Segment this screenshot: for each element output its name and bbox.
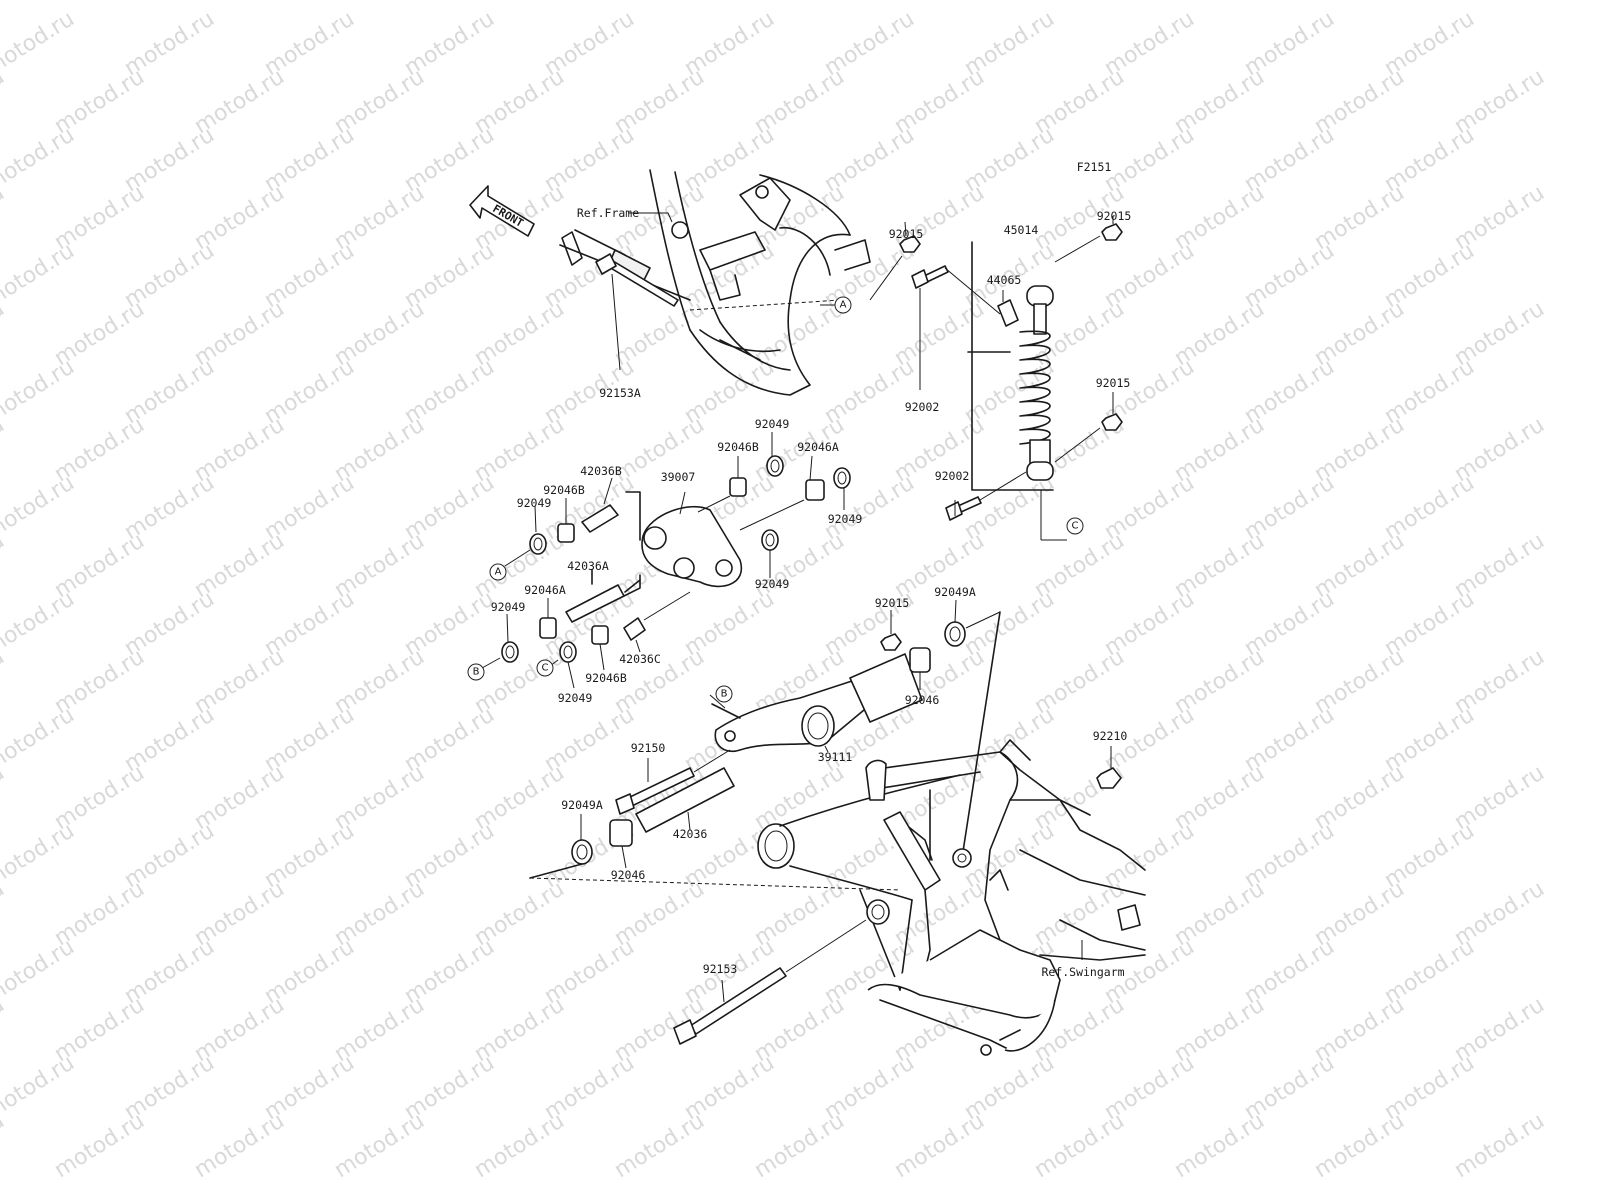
- part-number-label: 92046A: [524, 583, 566, 597]
- bearing-92046a-lower: [539, 598, 557, 639]
- part-number-label: 92015: [1096, 209, 1132, 223]
- part-number-label: 92049: [490, 600, 526, 614]
- swingarm-drawing: [757, 739, 1146, 1056]
- ref-frame-leader: [628, 212, 673, 223]
- nut-92015-linkage: [880, 610, 902, 651]
- part-number-label: 92210: [1092, 729, 1128, 743]
- seal-92049a-upper: [944, 599, 1001, 859]
- bolt-92153a: [595, 253, 679, 371]
- bearing-92046a-upper: [739, 455, 825, 531]
- part-number-label: 92046B: [585, 671, 627, 685]
- sleeve-42036a: [565, 569, 641, 623]
- bearing-92046-lower: [609, 819, 633, 869]
- bolt-92150: [615, 749, 731, 815]
- part-number-label: 92049: [754, 417, 790, 431]
- part-number-label: 92015: [874, 596, 910, 610]
- bearing-92046b-upper: [697, 456, 747, 513]
- seal-92049-right: [833, 467, 851, 510]
- part-number-label: 92049: [557, 691, 593, 705]
- bolt-92002-lower: [945, 471, 1027, 521]
- seal-92049-lower-mid: [549, 641, 577, 689]
- part-number-label: 39007: [660, 470, 696, 484]
- ref-frame-label: Ref.Frame: [576, 206, 640, 220]
- part-number-label: 92046: [610, 868, 646, 882]
- frame-drawing: [559, 169, 871, 396]
- part-number-label: 45014: [1003, 223, 1039, 237]
- ref-marker-b-tierod: B: [715, 685, 733, 703]
- front-arrow-icon: [469, 185, 535, 237]
- part-number-label: 92049: [754, 577, 790, 591]
- part-number-label: 92049: [827, 512, 863, 526]
- ref-marker-c-shock: C: [1066, 517, 1084, 535]
- seal-92049-upper: [766, 432, 784, 477]
- nut-92210: [1096, 746, 1122, 789]
- seal-92049-left: [504, 505, 547, 567]
- nut-92015-frame: [869, 221, 921, 301]
- diagram-code: F2151: [1076, 160, 1112, 174]
- ref-marker-a-link: A: [489, 563, 507, 581]
- part-number-label: 44065: [986, 273, 1022, 287]
- part-number-label: 42036C: [619, 652, 661, 666]
- part-number-label: 92049: [516, 496, 552, 510]
- part-number-label: 42036B: [580, 464, 622, 478]
- ref-swingarm-label: Ref.Swingarm: [1041, 965, 1125, 979]
- link-lever-39007: [624, 491, 743, 593]
- ref-marker-b-link: B: [467, 663, 485, 681]
- seal-92049-middle: [761, 529, 779, 578]
- part-number-label: 92002: [934, 469, 970, 483]
- part-number-label: 92002: [904, 400, 940, 414]
- part-number-label: 92046B: [543, 483, 585, 497]
- sleeve-42036: [635, 767, 735, 833]
- seal-92049a-lower: [571, 814, 593, 865]
- bearing-92046-upper: [909, 647, 931, 690]
- nut-92015-shock-bottom: [1054, 392, 1123, 463]
- part-number-label: 92046: [904, 693, 940, 707]
- part-number-label: 92049A: [934, 585, 976, 599]
- part-number-label: 92046A: [797, 440, 839, 454]
- bearing-92046b-left: [557, 498, 575, 543]
- shock-absorber-45014: [967, 241, 1067, 541]
- part-number-label: 42036: [672, 827, 708, 841]
- seal-92049-lower-left: [481, 613, 519, 669]
- ref-marker-a-frame: A: [834, 296, 852, 314]
- nut-92015-shock-top: [1054, 216, 1123, 263]
- tie-rod-39111: [711, 653, 923, 753]
- sleeve-42036b: [581, 477, 619, 533]
- leader-line-swingarm-pivot: [529, 877, 901, 891]
- ref-marker-c-link: C: [536, 659, 554, 677]
- marker-b-leader: [709, 694, 726, 709]
- bolt-92153: [673, 919, 867, 1045]
- part-number-label: 92153: [702, 962, 738, 976]
- part-number-label: 92150: [630, 741, 666, 755]
- collar-44065: [997, 290, 1019, 327]
- part-number-label: 92015: [1095, 376, 1131, 390]
- part-number-label: 92049A: [561, 798, 603, 812]
- part-number-label: 92046B: [717, 440, 759, 454]
- bolt-92002-upper: [911, 265, 1001, 390]
- leader-line-swingarm-left: [529, 863, 583, 879]
- part-number-label: 92153A: [599, 386, 641, 400]
- part-number-label: 39111: [817, 750, 853, 764]
- part-number-label: 92015: [888, 227, 924, 241]
- sleeve-42036c: [623, 591, 691, 653]
- bearing-92046b-lower: [591, 625, 609, 671]
- part-number-label: 42036A: [567, 559, 609, 573]
